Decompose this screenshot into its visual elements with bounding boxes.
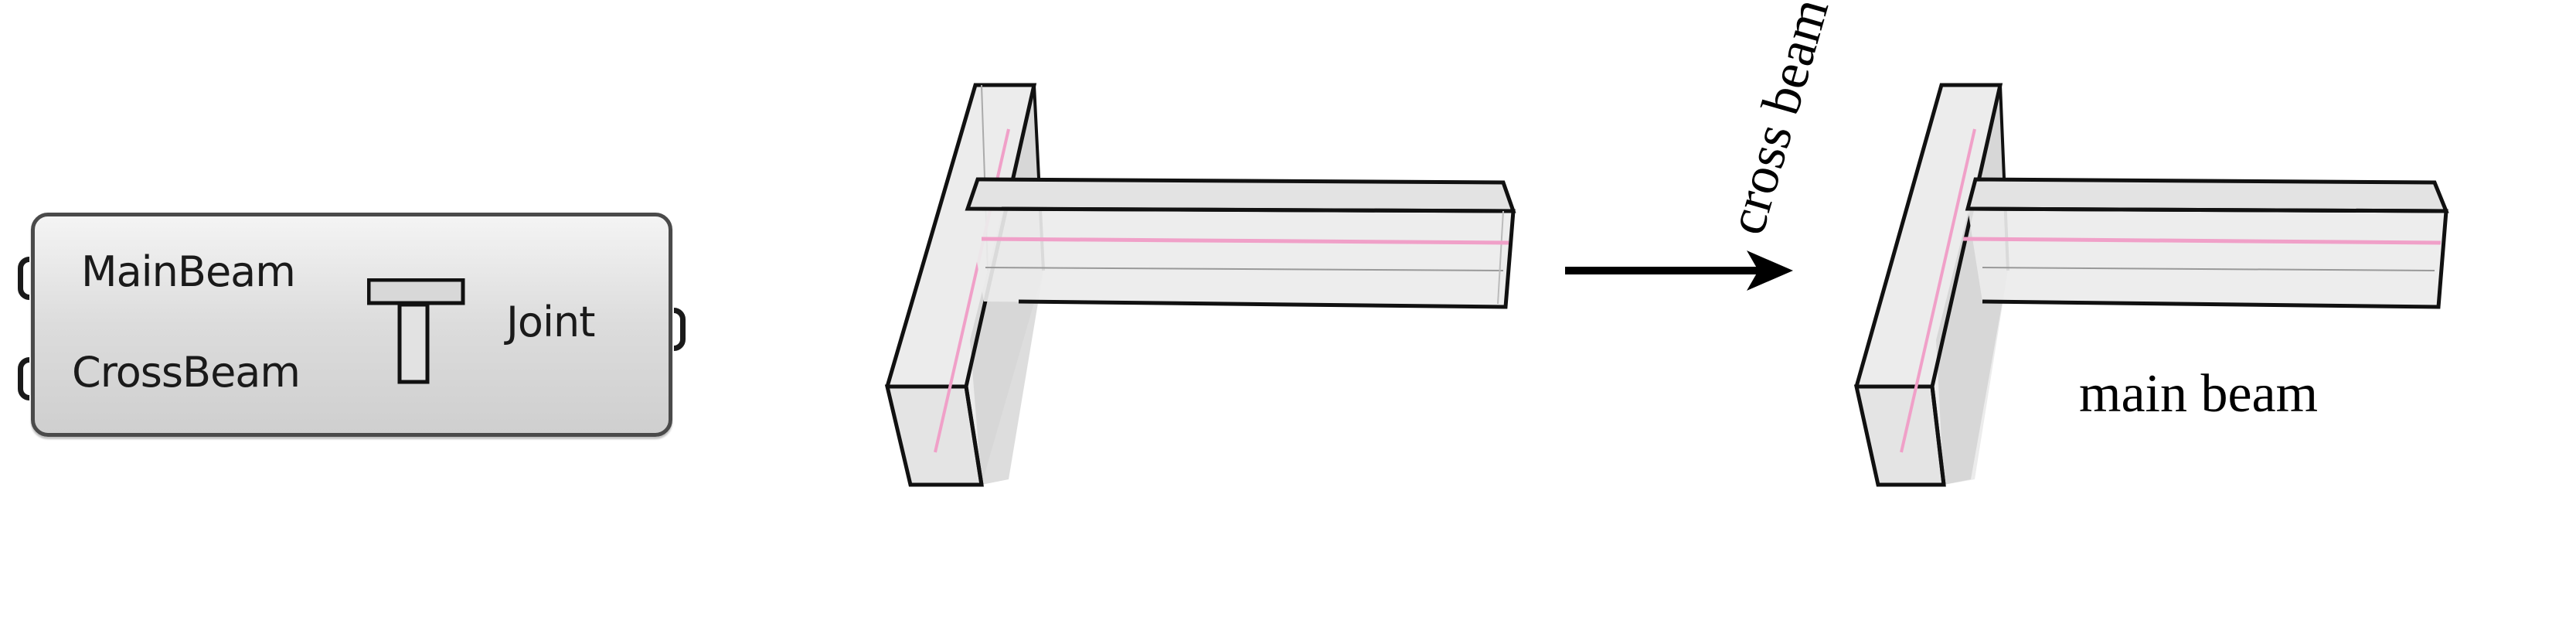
cross-beam-shape-labeled: [1853, 83, 2009, 487]
main-beam-shape: [965, 177, 1516, 309]
right-arrow-icon: [1565, 250, 1793, 291]
t-joint-icon: [367, 278, 465, 384]
beam-assembly-labeled: [1853, 83, 2449, 487]
main-beam-shape-labeled: [1962, 177, 2449, 309]
main-beam-label: main beam: [2079, 364, 2319, 424]
beam-assembly-unlabeled: [884, 83, 1516, 487]
input-label-crossbeam: CrossBeam: [72, 348, 301, 397]
input-label-mainbeam: MainBeam: [81, 247, 296, 296]
t-joint-component[interactable]: MainBeam CrossBeam Joint: [18, 213, 686, 437]
output-grip-joint[interactable]: [674, 308, 686, 351]
output-label-joint: Joint: [506, 298, 595, 346]
input-grip-mainbeam[interactable]: [18, 257, 29, 300]
input-grip-crossbeam[interactable]: [18, 357, 29, 400]
